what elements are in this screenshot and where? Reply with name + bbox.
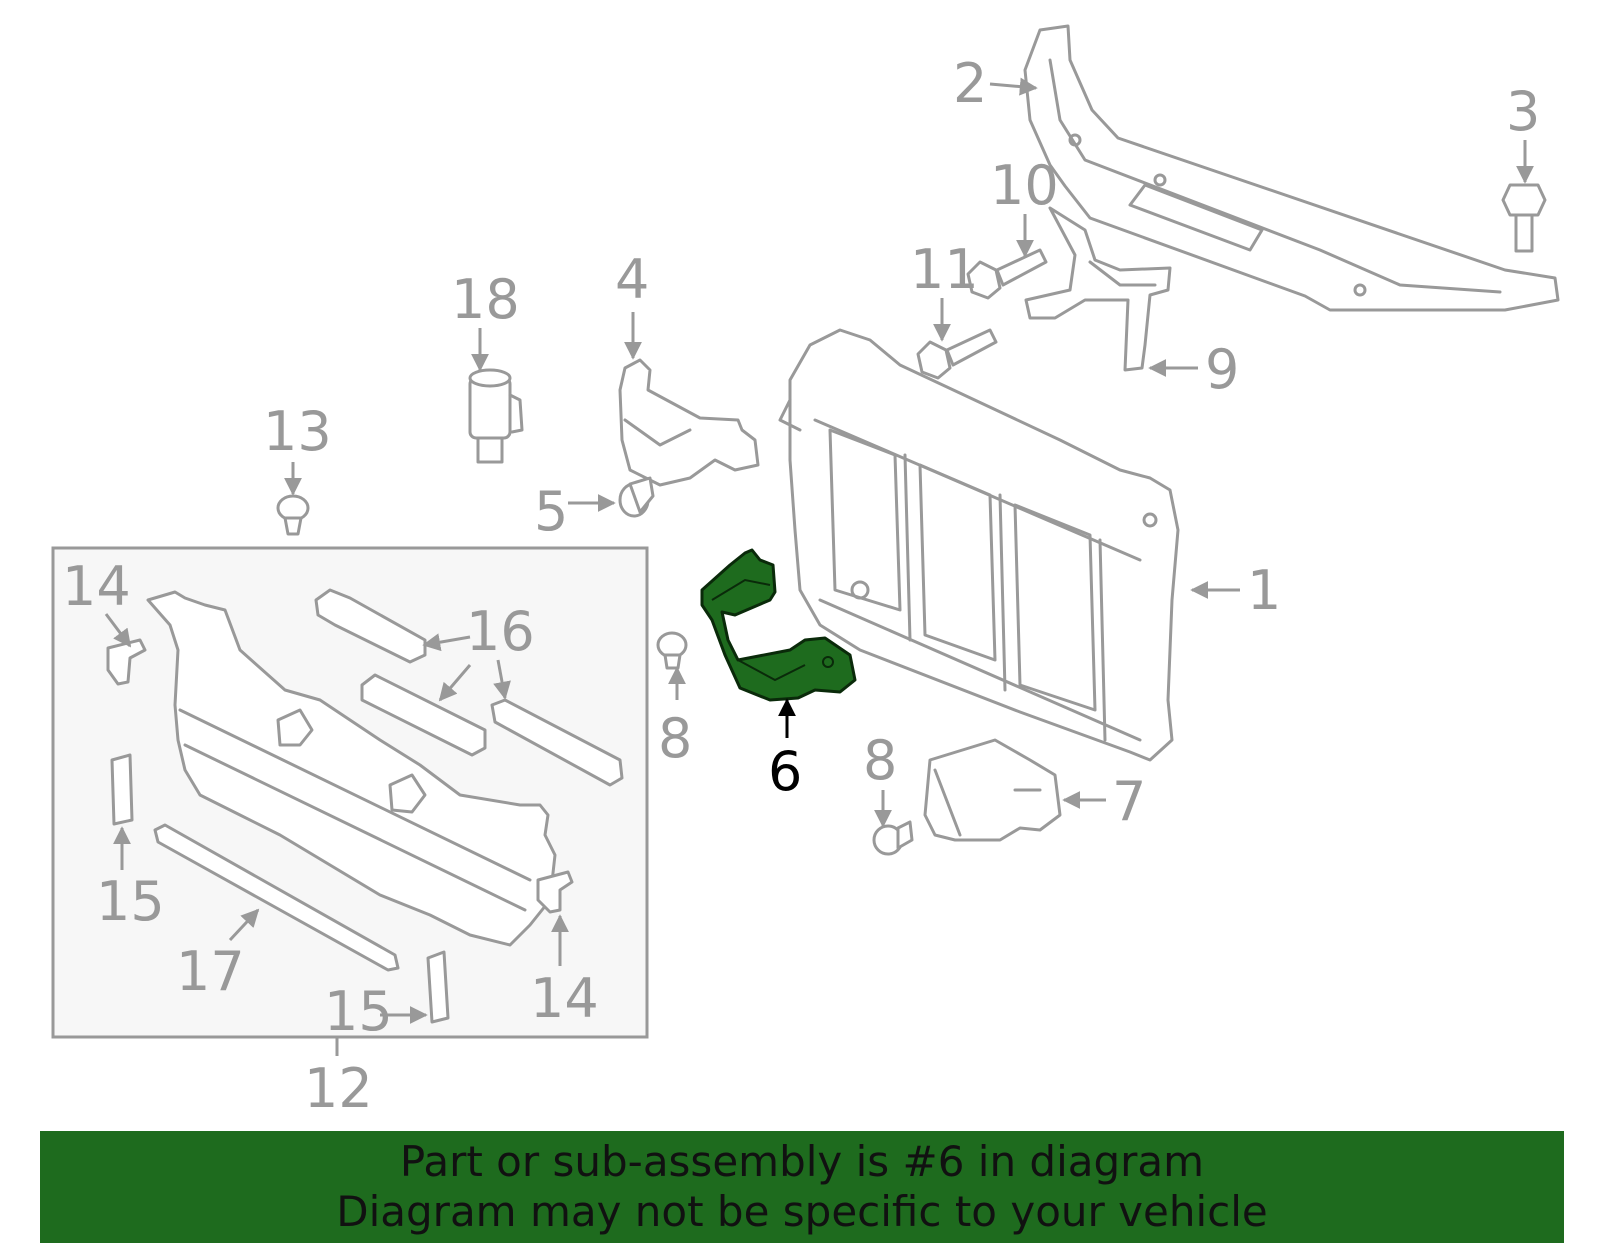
callout-16: 16	[466, 600, 535, 663]
info-banner: Part or sub-assembly is #6 in diagram Di…	[40, 1131, 1564, 1243]
part-8-clip-upper	[656, 631, 688, 670]
callout-1: 1	[1247, 559, 1281, 622]
part-11-bolt	[966, 248, 1048, 300]
callout-14a: 14	[62, 555, 131, 618]
part-11-bolt-lower	[916, 328, 998, 380]
leader-14a	[104, 613, 132, 648]
part-3-bolt	[1501, 183, 1547, 253]
callout-5: 5	[534, 480, 568, 543]
callout-13: 13	[263, 400, 332, 463]
leader-16a	[422, 633, 471, 652]
callout-8a: 8	[658, 707, 692, 770]
callout-10: 10	[990, 154, 1059, 217]
callout-11: 11	[910, 238, 979, 301]
part-6-air-guide-highlighted	[700, 548, 857, 702]
part-13-clip	[276, 494, 310, 536]
part-7-air-guide	[923, 738, 1062, 842]
callout-6: 6	[768, 740, 802, 803]
part-4-bracket	[618, 358, 760, 487]
banner-line-1: Part or sub-assembly is #6 in diagram	[399, 1137, 1205, 1186]
part-17-strip	[153, 823, 400, 972]
callout-15b: 15	[324, 980, 393, 1043]
callout-15a: 15	[96, 870, 165, 933]
part-14-clip-right	[536, 870, 574, 914]
callout-9: 9	[1205, 338, 1239, 401]
callout-17: 17	[176, 940, 245, 1003]
banner-line-2: Diagram may not be specific to your vehi…	[336, 1187, 1268, 1236]
part-16-absorber-2	[360, 673, 487, 757]
callout-8b: 8	[863, 729, 897, 792]
callout-7: 7	[1112, 770, 1146, 833]
part-10-bracket	[1024, 206, 1172, 372]
part-1-radiator-support	[778, 328, 1180, 762]
part-2-upper-tie-bar	[1023, 24, 1560, 312]
leader-17	[228, 908, 260, 942]
part-14-clip-left	[106, 638, 147, 686]
leader-16c	[493, 659, 511, 700]
part-15-spacer-left	[110, 753, 134, 826]
part-5-clip	[618, 476, 655, 518]
callout-14b: 14	[530, 967, 599, 1030]
part-15-spacer-right	[426, 950, 450, 1024]
callout-12: 12	[304, 1057, 373, 1120]
callout-2: 2	[953, 52, 987, 115]
leader-2	[989, 77, 1038, 96]
part-16-absorber-3	[490, 698, 624, 787]
callout-4: 4	[615, 248, 649, 311]
part-18-sensor	[468, 368, 524, 464]
part-8-clip-lower	[872, 820, 914, 856]
leader-16b	[438, 664, 472, 702]
callout-3: 3	[1506, 80, 1540, 143]
part-16-absorber-1	[314, 588, 427, 664]
callout-18: 18	[451, 268, 520, 331]
